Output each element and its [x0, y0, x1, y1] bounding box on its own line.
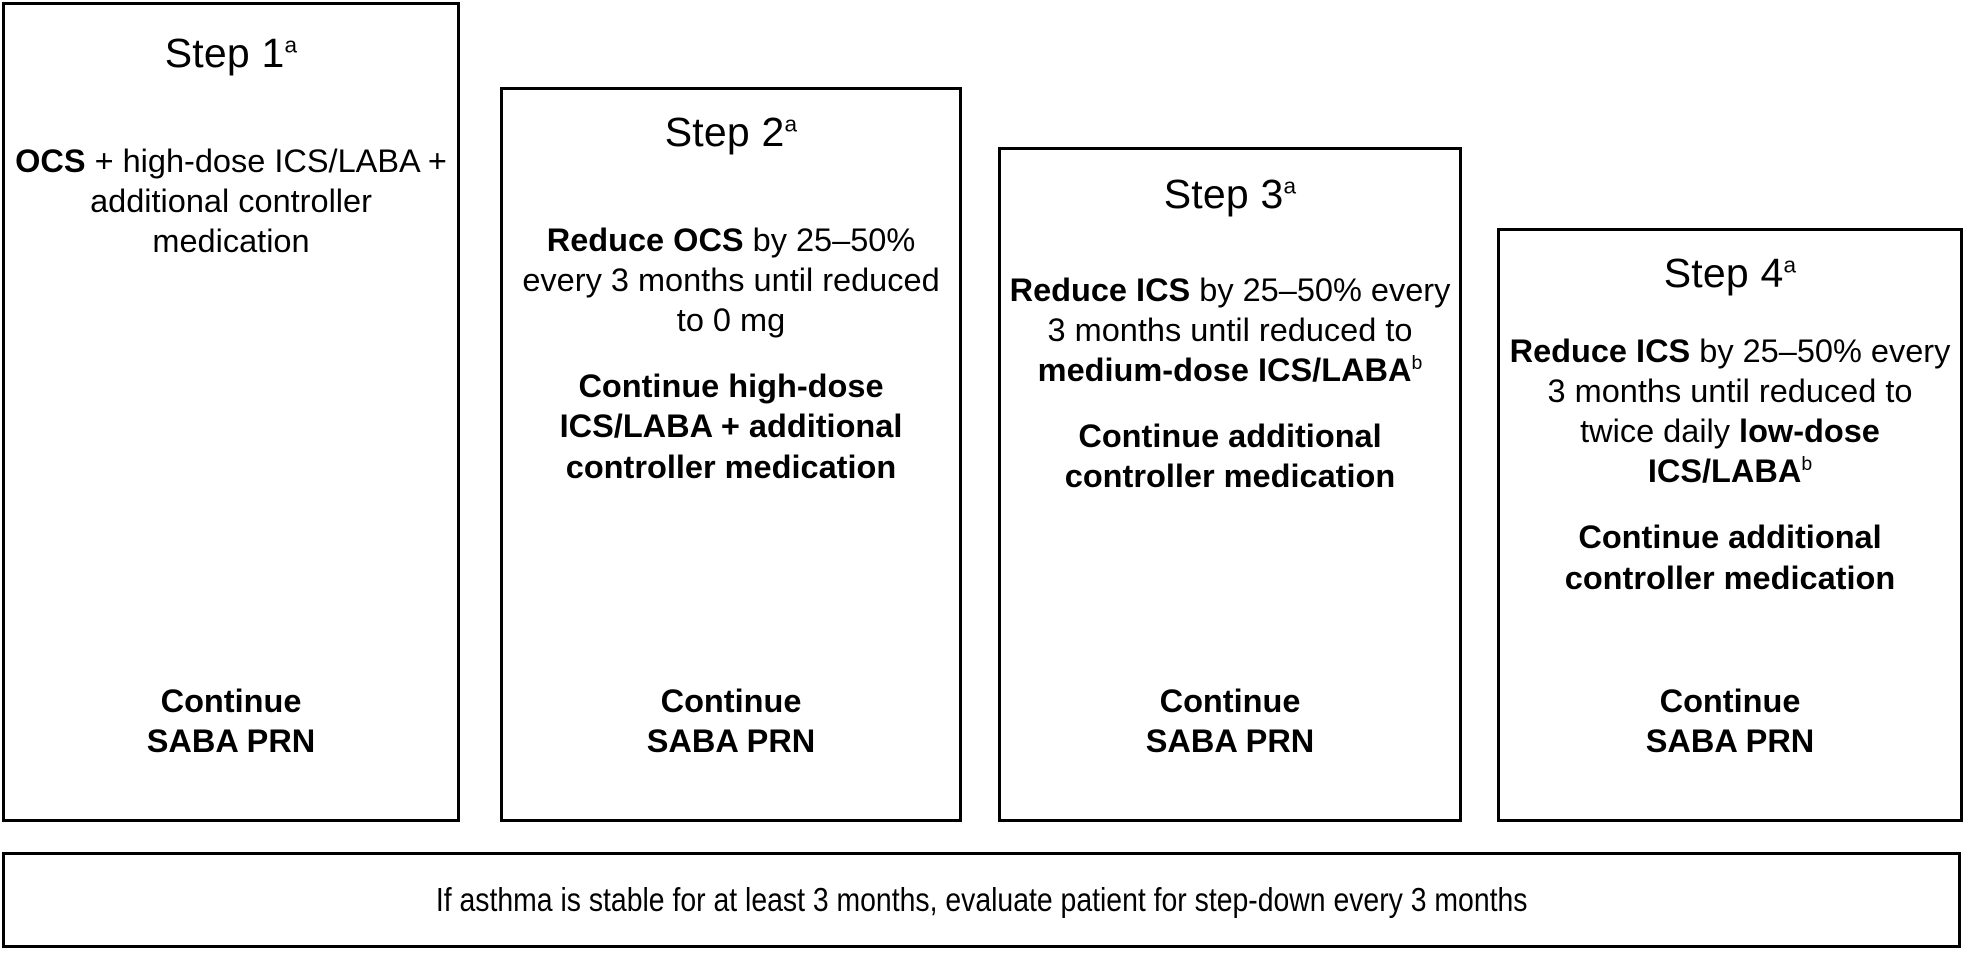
regular-text: by 25–50% every 3 months until reduced t… [1047, 271, 1451, 349]
step-3-title: Step 3a [1163, 171, 1297, 217]
step-1-footer: Continue SABA PRN [5, 681, 457, 761]
regular-text: + high-dose ICS/LABA + additional contro… [85, 142, 447, 260]
step-2-continue-text: Continue high-dose ICS/LABA + additional… [559, 368, 903, 485]
step-2-reduce-text: Reduce OCS by 25–50% every 3 months unti… [503, 220, 959, 340]
regular-text: by 25–50% every 3 months until reduced t… [522, 221, 940, 339]
step-card-3: Step 3a Reduce ICS by 25–50% every 3 mon… [998, 147, 1462, 822]
step-2-body: Reduce OCS by 25–50% every 3 months unti… [503, 220, 959, 487]
step-card-2: Step 2a Reduce OCS by 25–50% every 3 mon… [500, 87, 962, 822]
evaluation-banner-text: If asthma is stable for at least 3 month… [435, 881, 1528, 919]
step-3-reduce-text: Reduce ICS by 25–50% every 3 months unti… [1001, 270, 1459, 390]
evaluation-banner: If asthma is stable for at least 3 month… [2, 852, 1961, 948]
footnote-marker-a: a [284, 32, 298, 58]
step-1-title: Step 1a [164, 30, 298, 76]
footer-line-2: SABA PRN [1645, 722, 1815, 759]
step-2-footer: Continue SABA PRN [503, 681, 959, 761]
footnote-marker-b: b [1411, 352, 1423, 375]
step-4-body: Reduce ICS by 25–50% every 3 months unti… [1500, 331, 1960, 598]
step-3-footer: Continue SABA PRN [1001, 681, 1459, 761]
bold-tail: medium-dose ICS/LABA [1037, 352, 1412, 389]
bold-lead: Reduce OCS [546, 221, 744, 258]
bold-tail: low-dose ICS/LABA [1647, 413, 1880, 490]
footer-line-2: SABA PRN [646, 722, 816, 759]
step-1-medication-text: OCS + high-dose ICS/LABA + additional co… [5, 141, 457, 261]
step-2-title: Step 2a [664, 109, 798, 155]
footer-line-2: SABA PRN [146, 722, 316, 759]
regular-text: by 25–50% every 3 months until reduced t… [1547, 332, 1951, 450]
step-4-reduce-text: Reduce ICS by 25–50% every 3 months unti… [1500, 331, 1960, 492]
footer-line-1: Continue [1159, 682, 1301, 719]
step-1-body: OCS + high-dose ICS/LABA + additional co… [5, 141, 457, 261]
footnote-marker-a: a [1283, 173, 1297, 199]
footnote-marker-a: a [784, 111, 798, 137]
step-3-body: Reduce ICS by 25–50% every 3 months unti… [1001, 270, 1459, 497]
step-3-continue-text: Continue additional controller medicatio… [1064, 418, 1396, 495]
step-card-4: Step 4a Reduce ICS by 25–50% every 3 mon… [1497, 228, 1963, 822]
step-4-footer: Continue SABA PRN [1500, 681, 1960, 761]
bold-lead: OCS [15, 142, 86, 179]
bold-lead: Reduce ICS [1009, 271, 1191, 308]
footer-line-1: Continue [660, 682, 802, 719]
footer-line-1: Continue [1659, 682, 1801, 719]
footer-line-1: Continue [160, 682, 302, 719]
step-4-title: Step 4a [1663, 250, 1797, 296]
step-card-1: Step 1a OCS + high-dose ICS/LABA + addit… [2, 2, 460, 822]
step-4-continue-text: Continue additional controller medicatio… [1564, 519, 1896, 596]
footer-line-2: SABA PRN [1145, 722, 1315, 759]
bold-lead: Reduce ICS [1509, 332, 1691, 369]
footnote-marker-b: b [1801, 453, 1813, 476]
footnote-marker-a: a [1783, 252, 1797, 278]
